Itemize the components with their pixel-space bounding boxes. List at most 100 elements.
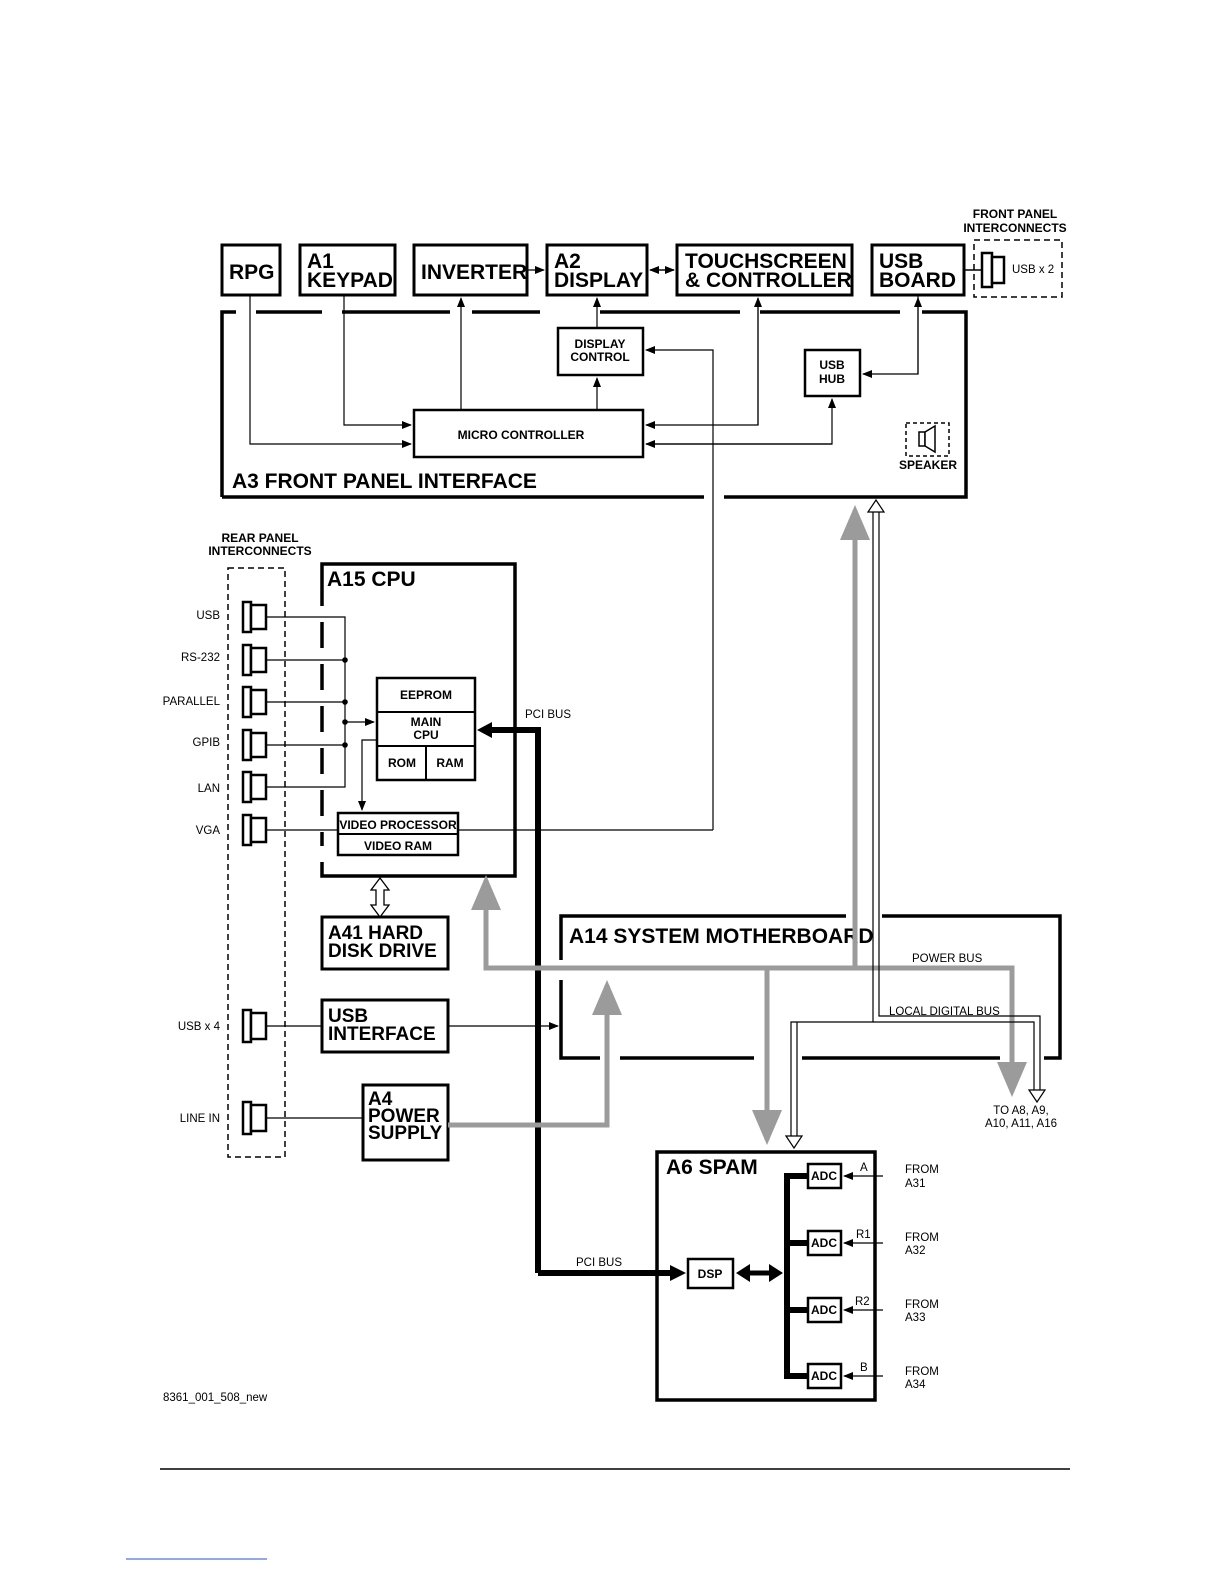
svg-text:ADC: ADC xyxy=(811,1369,837,1383)
svg-text:DISK DRIVE: DISK DRIVE xyxy=(328,941,437,962)
a2-display-block: A2 DISPLAY xyxy=(545,243,649,297)
svg-text:A2: A2 xyxy=(554,250,581,273)
a1-keypad-block: A1 KEYPAD xyxy=(298,243,397,297)
svg-text:RAM: RAM xyxy=(436,756,463,770)
svg-text:PCI BUS: PCI BUS xyxy=(525,709,571,721)
svg-text:A14 SYSTEM MOTHERBOARD: A14 SYSTEM MOTHERBOARD xyxy=(569,925,874,948)
port-gpib: GPIB xyxy=(193,728,268,762)
display-control-block: DISPLAY CONTROL xyxy=(556,326,645,377)
svg-text:RS-232: RS-232 xyxy=(181,652,220,664)
svg-text:USB: USB xyxy=(879,250,923,273)
svg-text:INTERFACE: INTERFACE xyxy=(328,1024,436,1045)
svg-text:POWER BUS: POWER BUS xyxy=(912,953,983,965)
port-usb: USB xyxy=(196,600,268,634)
svg-text:A41 HARD: A41 HARD xyxy=(328,923,423,944)
svg-text:USB: USB xyxy=(328,1006,368,1027)
rear-panel-interconnects: REAR PANEL INTERCONNECTS xyxy=(208,531,312,1158)
a41-hard-disk-block: A41 HARD DISK DRIVE xyxy=(320,915,450,971)
port-vga: VGA xyxy=(196,813,268,847)
svg-text:USB x 4: USB x 4 xyxy=(178,1021,221,1033)
svg-text:INTERCONNECTS: INTERCONNECTS xyxy=(208,544,311,558)
svg-text:A1: A1 xyxy=(307,250,334,273)
svg-text:PCI BUS: PCI BUS xyxy=(576,1257,622,1269)
usb-board-block: USB BOARD xyxy=(870,243,966,297)
a14-motherboard-frame: A14 SYSTEM MOTHERBOARD xyxy=(559,914,1062,1060)
svg-text:INVERTER: INVERTER xyxy=(421,261,527,284)
svg-text:GPIB: GPIB xyxy=(193,737,221,749)
svg-text:VGA: VGA xyxy=(196,825,221,837)
svg-text:TO A8, A9,: TO A8, A9, xyxy=(993,1105,1048,1117)
front-panel-interconnects: FRONT PANEL INTERCONNECTS USB x 2 xyxy=(963,207,1067,298)
a15-cpu-frame: A15 CPU xyxy=(320,562,517,878)
svg-text:A32: A32 xyxy=(905,1245,925,1257)
inverter-block: INVERTER xyxy=(412,243,529,297)
svg-text:SUPPLY: SUPPLY xyxy=(368,1123,443,1144)
svg-text:DISPLAY: DISPLAY xyxy=(554,269,643,292)
svg-text:DISPLAY: DISPLAY xyxy=(575,337,626,351)
power-bus xyxy=(448,505,1027,1145)
adc-b: ADC B FROM A34 xyxy=(806,1362,939,1391)
eeprom-label: EEPROM xyxy=(400,688,452,702)
svg-text:LINE IN: LINE IN xyxy=(180,1113,220,1125)
svg-text:FROM: FROM xyxy=(905,1164,939,1176)
svg-text:ADC: ADC xyxy=(811,1303,837,1317)
svg-text:CPU: CPU xyxy=(413,728,438,742)
rear-port-bus xyxy=(266,616,378,831)
touchscreen-controller-block: TOUCHSCREEN & CONTROLLER xyxy=(675,243,854,297)
svg-text:POWER: POWER xyxy=(368,1106,440,1127)
svg-text:RPG: RPG xyxy=(229,261,275,284)
svg-text:USB: USB xyxy=(196,610,220,622)
adc-blocks: ADC A FROM A31 ADC R1 FROM A32 ADC R2 FR… xyxy=(806,1162,939,1391)
svg-text:FRONT PANEL: FRONT PANEL xyxy=(973,207,1057,221)
port-rs232: RS-232 xyxy=(181,643,268,677)
svg-text:& CONTROLLER: & CONTROLLER xyxy=(685,269,852,292)
svg-text:A33: A33 xyxy=(905,1312,925,1324)
port-parallel: PARALLEL xyxy=(163,685,268,719)
svg-text:MICRO CONTROLLER: MICRO CONTROLLER xyxy=(458,428,585,442)
pci-bus: PCI BUS PCI BUS xyxy=(477,709,686,1281)
svg-text:KEYPAD: KEYPAD xyxy=(307,269,393,292)
port-usb-x4: USB x 4 xyxy=(178,1008,268,1044)
dsp-adc-link xyxy=(736,1264,783,1282)
speaker-block: SPEAKER xyxy=(899,422,957,472)
usb-hub-block: USB HUB xyxy=(803,348,862,398)
svg-text:FROM: FROM xyxy=(905,1299,939,1311)
svg-text:A31: A31 xyxy=(905,1178,925,1190)
a6-spam-frame: A6 SPAM xyxy=(655,1150,877,1402)
svg-text:MAIN: MAIN xyxy=(411,715,442,729)
local-digital-bus xyxy=(784,498,1047,1150)
svg-text:A15 CPU: A15 CPU xyxy=(327,568,416,591)
adc-r1: ADC R1 FROM A32 xyxy=(806,1229,939,1257)
svg-text:A: A xyxy=(860,1162,868,1174)
svg-text:LOCAL DIGITAL BUS: LOCAL DIGITAL BUS xyxy=(889,1006,1000,1018)
svg-text:FROM: FROM xyxy=(905,1232,939,1244)
svg-text:USB x 2: USB x 2 xyxy=(1012,264,1054,276)
a4-power-supply-block: A4 POWER SUPPLY xyxy=(361,1083,450,1162)
svg-text:A3 FRONT PANEL INTERFACE: A3 FRONT PANEL INTERFACE xyxy=(232,470,537,493)
port-line-in: LINE IN xyxy=(180,1100,268,1136)
micro-controller-block: MICRO CONTROLLER xyxy=(412,408,645,459)
dsp-block: DSP xyxy=(686,1257,735,1290)
svg-text:ADC: ADC xyxy=(811,1169,837,1183)
svg-text:B: B xyxy=(860,1362,868,1374)
rear-panel-ports: USB RS-232 PARALLEL GPIB LAN VGA xyxy=(163,600,268,1136)
svg-text:REAR PANEL: REAR PANEL xyxy=(221,531,298,545)
a3-front-panel-frame: A3 FRONT PANEL INTERFACE xyxy=(220,310,968,499)
svg-text:VIDEO PROCESSOR: VIDEO PROCESSOR xyxy=(339,818,457,832)
svg-text:FROM: FROM xyxy=(905,1366,939,1378)
svg-text:R1: R1 xyxy=(856,1229,871,1241)
adc-r2: ADC R2 FROM A33 xyxy=(806,1296,939,1324)
svg-text:DSP: DSP xyxy=(698,1267,723,1281)
svg-text:PARALLEL: PARALLEL xyxy=(163,696,221,708)
svg-text:INTERCONNECTS: INTERCONNECTS xyxy=(963,221,1066,235)
rpg-block: RPG xyxy=(220,243,282,297)
port-lan: LAN xyxy=(198,770,268,804)
svg-text:ROM: ROM xyxy=(388,756,416,770)
main-cpu-block: EEPROM MAIN CPU ROM RAM xyxy=(375,676,477,782)
svg-text:TOUCHSCREEN: TOUCHSCREEN xyxy=(685,250,847,273)
adc-bus xyxy=(784,1173,809,1379)
figure-id: 8361_001_508_new xyxy=(163,1392,268,1404)
adc-a: ADC A FROM A31 xyxy=(806,1162,939,1190)
